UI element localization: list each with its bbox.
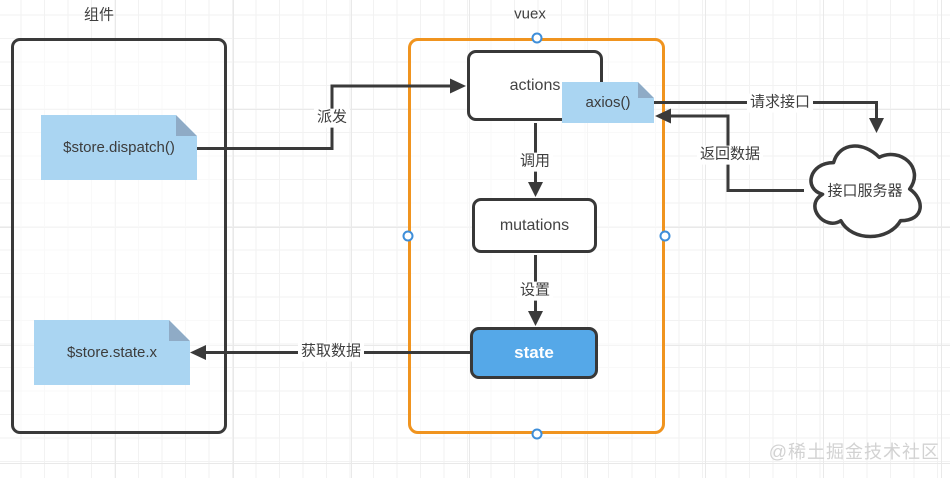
edge-label-return-data: 返回数据 <box>696 145 764 165</box>
store-dispatch-note[interactable]: $store.dispatch() <box>41 115 197 180</box>
selection-handle-bottom[interactable] <box>531 428 542 440</box>
edge-label-dispatch: 派发 <box>313 108 351 128</box>
api-server-cloud[interactable] <box>799 131 929 247</box>
edge-label-call: 调用 <box>516 152 554 172</box>
state-node[interactable]: state <box>470 327 598 379</box>
store-state-note-label: $store.state.x <box>66 344 158 361</box>
edge-label-request-api: 请求接口 <box>746 93 814 113</box>
state-node-label: state <box>514 343 554 362</box>
watermark-text: @稀土掘金技术社区 <box>768 442 940 462</box>
edge-request-api-line <box>654 101 878 118</box>
axios-note[interactable]: axios() <box>562 82 654 123</box>
store-dispatch-note-label: $store.dispatch() <box>63 139 175 156</box>
mutations-node[interactable]: mutations <box>472 198 597 253</box>
selection-handle-left[interactable] <box>402 230 414 242</box>
store-state-note[interactable]: $store.state.x <box>34 320 190 385</box>
selection-handle-right[interactable] <box>659 230 670 242</box>
edge-label-get-data: 获取数据 <box>297 342 365 362</box>
vuex-group-label: vuex <box>514 5 546 23</box>
api-server-label: 接口服务器 <box>827 182 903 200</box>
edge-label-set: 设置 <box>516 281 554 301</box>
axios-note-label: axios() <box>585 94 631 111</box>
component-group-label: 组件 <box>83 6 115 24</box>
selection-handle-top[interactable] <box>531 32 542 44</box>
mutations-node-label: mutations <box>499 216 570 234</box>
actions-node-label: actions <box>509 76 561 94</box>
cloud-shape-path <box>809 144 922 239</box>
